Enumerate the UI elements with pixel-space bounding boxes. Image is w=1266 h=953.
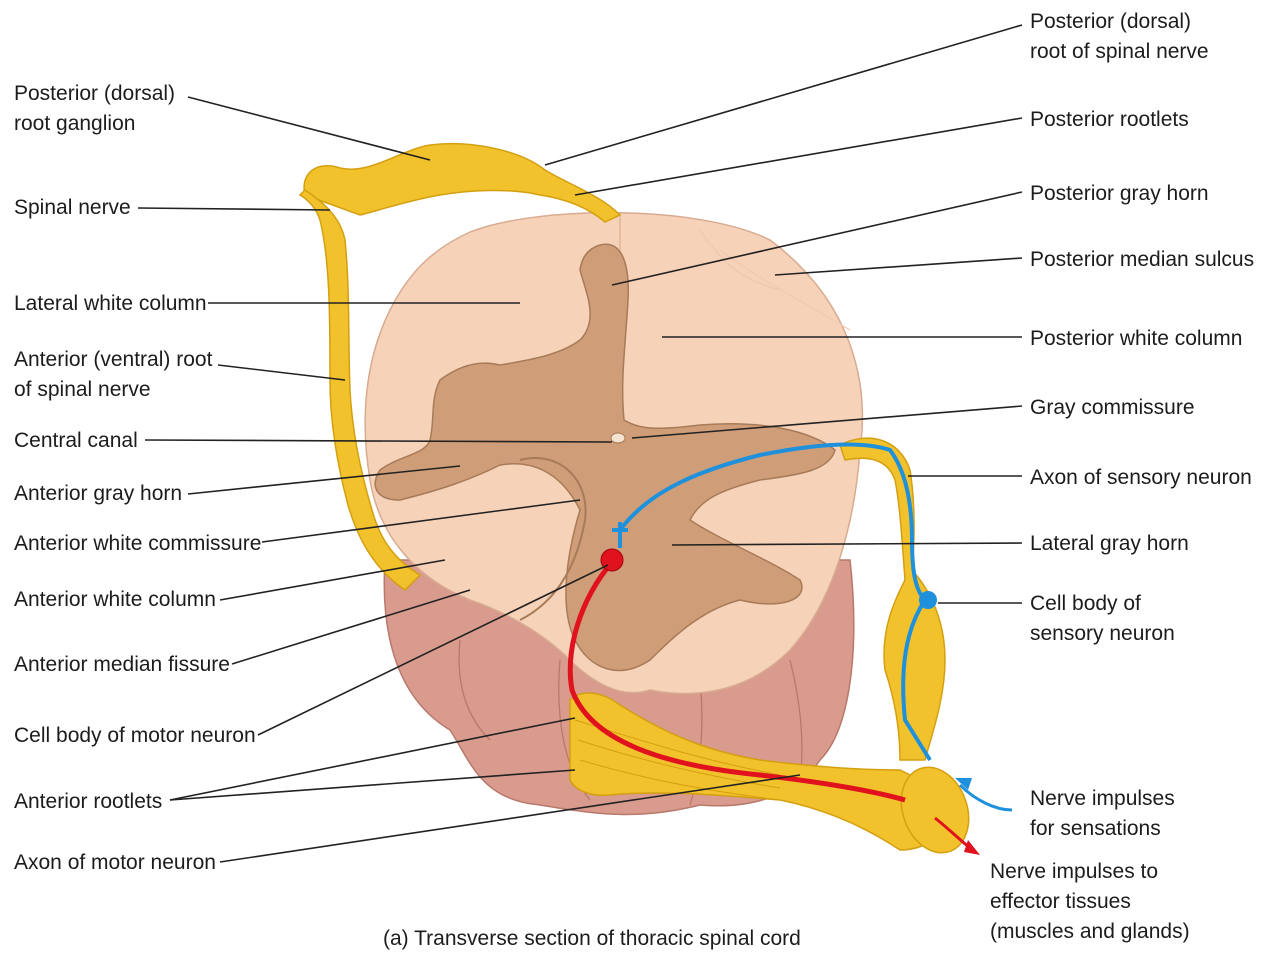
label-posterior-white-column: Posterior white column <box>1030 327 1242 350</box>
label-effector-impulses: Nerve impulses to effector tissues (musc… <box>990 860 1190 943</box>
label-gray-commissure: Gray commissure <box>1030 396 1195 419</box>
sensory-cell-body <box>919 591 937 609</box>
label-lateral-gray-horn: Lateral gray horn <box>1030 532 1189 555</box>
label-anterior-rootlets: Anterior rootlets <box>14 790 162 813</box>
label-posterior-root-ganglion: Posterior (dorsal) root ganglion <box>14 82 181 135</box>
labels-left: Posterior (dorsal) root ganglion Spinal … <box>14 82 261 874</box>
label-posterior-gray-horn: Posterior gray horn <box>1030 182 1209 205</box>
label-anterior-white-column: Anterior white column <box>14 588 216 611</box>
label-anterior-white-commissure: Anterior white commissure <box>14 532 261 555</box>
label-sensation-impulses: Nerve impulses for sensations <box>1030 787 1181 840</box>
label-central-canal: Central canal <box>14 429 138 452</box>
label-spinal-nerve: Spinal nerve <box>14 196 131 219</box>
label-posterior-median-sulcus: Posterior median sulcus <box>1030 248 1254 271</box>
label-posterior-root: Posterior (dorsal) root of spinal nerve <box>1030 10 1209 63</box>
motor-cell-body <box>601 549 623 571</box>
central-canal <box>611 433 625 443</box>
label-anterior-gray-horn: Anterior gray horn <box>14 482 182 505</box>
label-lateral-white-column: Lateral white column <box>14 292 207 315</box>
figure-caption: (a) Transverse section of thoracic spina… <box>383 927 801 950</box>
label-motor-axon: Axon of motor neuron <box>14 851 216 874</box>
label-posterior-rootlets: Posterior rootlets <box>1030 108 1189 131</box>
motor-arrowhead <box>964 840 980 855</box>
label-sensory-cell-body: Cell body of sensory neuron <box>1030 592 1175 645</box>
label-anterior-median-fissure: Anterior median fissure <box>14 653 230 676</box>
labels-right: Posterior (dorsal) root of spinal nerve … <box>990 10 1254 943</box>
label-anterior-ventral-root: Anterior (ventral) root of spinal nerve <box>14 348 218 401</box>
label-motor-cell-body: Cell body of motor neuron <box>14 724 256 747</box>
label-sensory-axon: Axon of sensory neuron <box>1030 466 1252 489</box>
